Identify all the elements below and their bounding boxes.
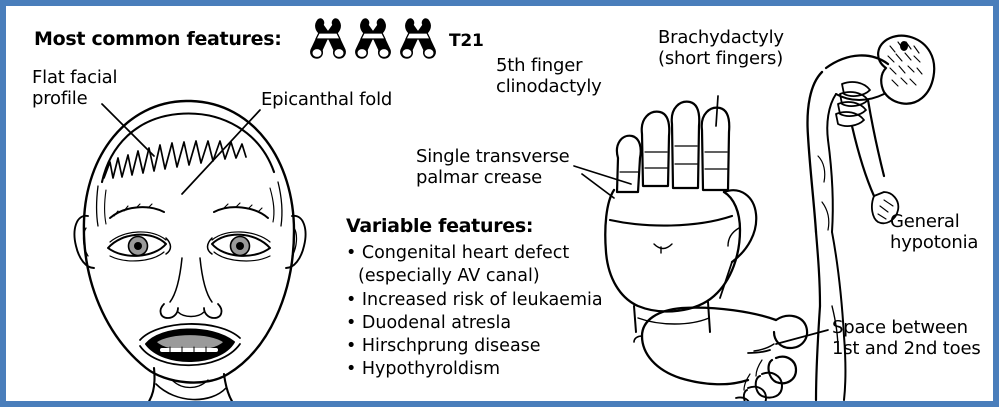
leader-brachydactyly bbox=[715, 95, 719, 127]
variable-feature-item: • Hirschprung disease bbox=[346, 336, 541, 357]
leader-lines bbox=[101, 95, 829, 345]
variable-feature-item: • Congenital heart defect bbox=[346, 243, 570, 263]
leader-flat-facial-profile bbox=[101, 103, 155, 157]
variable-features-heading: Variable features: bbox=[346, 215, 534, 237]
toe-space-label: Space between 1st and 2nd toes bbox=[832, 317, 981, 359]
leader-clinodactyly bbox=[573, 165, 632, 185]
foot-illustration bbox=[633, 306, 809, 401]
palmar-crease-label: Single transverse palmar crease bbox=[416, 146, 570, 188]
flat-facial-profile-label: Flat facial profile bbox=[32, 67, 118, 109]
leader-epicanthal-fold bbox=[181, 109, 261, 195]
leader-palmar-crease bbox=[581, 173, 615, 199]
variable-features-list: • Congenital heart defect (especially AV … bbox=[346, 242, 603, 382]
infant-hypotonia-illustration bbox=[806, 34, 936, 401]
hand-illustration bbox=[604, 100, 758, 333]
child-face-illustration bbox=[73, 99, 307, 401]
clinodactyly-label: 5th finger clinodactyly bbox=[496, 55, 602, 97]
chromosome-trio-icon bbox=[310, 18, 436, 59]
general-hypotonia-label: General hypotonia bbox=[890, 211, 979, 253]
brachydactyly-label: Brachydactyly (short fingers) bbox=[658, 27, 784, 69]
leader-toe-space bbox=[775, 329, 829, 345]
epicanthal-fold-label: Epicanthal fold bbox=[261, 89, 393, 110]
variable-feature-item: • Hypothyroldism bbox=[346, 359, 501, 380]
illustration-layer bbox=[73, 18, 936, 401]
karyotype-label: T21 bbox=[449, 31, 484, 51]
most-common-features-heading: Most common features: bbox=[34, 28, 282, 50]
variable-feature-item: • Increased risk of leukaemia bbox=[346, 289, 603, 310]
variable-feature-item: • Duodenal atresla bbox=[346, 312, 512, 333]
variable-feature-continuation: (especially AV canal) bbox=[358, 266, 540, 287]
